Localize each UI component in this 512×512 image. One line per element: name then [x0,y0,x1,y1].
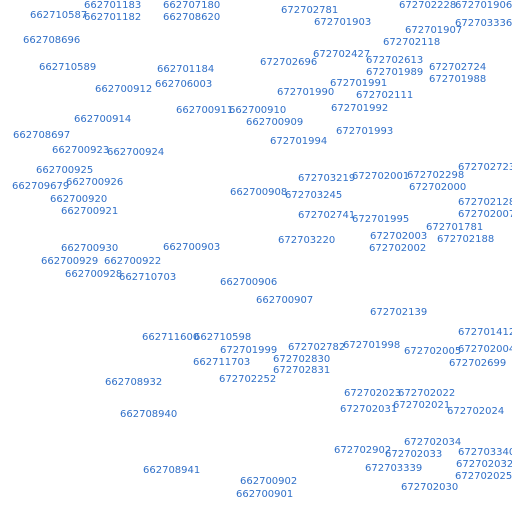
map-label: 672701412 [458,327,512,338]
map-label: 662700910 [229,105,287,116]
map-label: 662700920 [50,194,108,205]
map-label: 662700912 [95,84,153,95]
map-label: 672702613 [366,55,424,66]
map-label: 662700930 [61,243,119,254]
map-label: 672701989 [366,67,424,78]
map-label: 672702111 [356,90,414,101]
map-label: 672702696 [260,57,318,68]
map-label: 672703245 [285,190,343,201]
map-label: 672701995 [352,214,410,225]
map-label: 662700929 [41,256,99,267]
map-label: 662711703 [193,357,251,368]
map-label: 672701999 [220,345,278,356]
map-label: 672702298 [407,170,465,181]
map-label: 662710589 [39,62,97,73]
map-label: 672702118 [383,37,441,48]
map-label: 672702022 [398,388,456,399]
map-label: 662701183 [84,0,142,11]
map-label: 672702001 [352,171,410,182]
map-label: 662700914 [74,114,132,125]
map-label: 672702034 [404,437,462,448]
map-label: 662707180 [163,0,221,11]
map-label: 672701903 [314,17,372,28]
map-label: 672702902 [334,445,392,456]
map-label: 662700903 [163,242,221,253]
map-label: 662701184 [157,64,215,75]
map-label: 672701993 [336,126,394,137]
map-label: 672702032 [456,459,512,470]
map-label: 672702782 [288,342,346,353]
map-label: 662710598 [194,332,252,343]
map-label: 662700908 [230,187,288,198]
map-label: 662700928 [65,269,123,280]
map-label: 662700906 [220,277,278,288]
map-label: 672702831 [273,365,331,376]
map-label: 662708941 [143,465,201,476]
map-label: 672701781 [426,222,484,233]
map-label: 672702005 [404,346,462,357]
map-label: 662706003 [155,79,213,90]
map-label: 672702139 [370,307,428,318]
map-label: 662701182 [84,12,142,23]
map-label: 672702781 [281,5,339,16]
map-label: 672702252 [219,374,277,385]
map-label: 672702021 [393,400,451,411]
map-label: 672701906 [455,0,512,11]
map-label: 662711600 [142,332,200,343]
map-label: 662708620 [163,12,221,23]
map-label: 662700925 [36,165,94,176]
map-label: 672702188 [437,234,495,245]
map-label: 672702003 [370,231,428,242]
map-label: 662708697 [13,130,71,141]
map-label: 662700924 [107,147,165,158]
map-label: 672702023 [344,388,402,399]
map-label: 672702025 [455,471,512,482]
map-label: 662700902 [240,476,298,487]
map-label: 662700909 [246,117,304,128]
map-label: 672701994 [270,136,328,147]
map-label: 662700926 [66,177,124,188]
map-label: 672702007 [458,209,512,220]
map-label: 672702002 [369,243,427,254]
map-label: 672702004 [458,344,512,355]
map-label: 672702723 [458,162,512,173]
map-label: 662708940 [120,409,178,420]
map-label: 672703339 [365,463,423,474]
map-label: 662700907 [256,295,314,306]
map-label: 672701991 [330,78,388,89]
map-label: 672701907 [405,25,463,36]
map-label: 672702830 [273,354,331,365]
map-label: 672702024 [447,406,505,417]
map-label: 672702228 [399,0,457,11]
map-label: 662708696 [23,35,81,46]
map-label: 672701990 [277,87,335,98]
map-label: 672702000 [409,182,467,193]
map-label: 662700923 [52,145,110,156]
map-label: 672702031 [340,404,398,415]
map-label: 672702741 [298,210,356,221]
map-label: 662700922 [104,256,162,267]
map-label: 672701992 [331,103,389,114]
map-label: 672702427 [313,49,371,60]
map-label: 672702699 [449,358,507,369]
map-label: 672702724 [429,62,487,73]
map-label: 672702033 [385,449,443,460]
map-label: 672702128 [458,197,512,208]
map-label: 662710587 [30,10,88,21]
map-label: 672701998 [343,340,401,351]
map-label: 672702030 [401,482,459,493]
map-label: 662700921 [61,206,119,217]
map-label: 672701988 [429,74,487,85]
map-label: 672703340 [458,447,512,458]
map-label: 672703336 [455,18,512,29]
map-label: 662700911 [176,105,234,116]
map-label: 662708932 [105,377,163,388]
map-label: 672703220 [278,235,336,246]
map-label: 662710703 [119,272,177,283]
map-label: 662709679 [12,181,70,192]
map-label: 662700901 [236,489,294,500]
map-label: 672703219 [298,173,356,184]
